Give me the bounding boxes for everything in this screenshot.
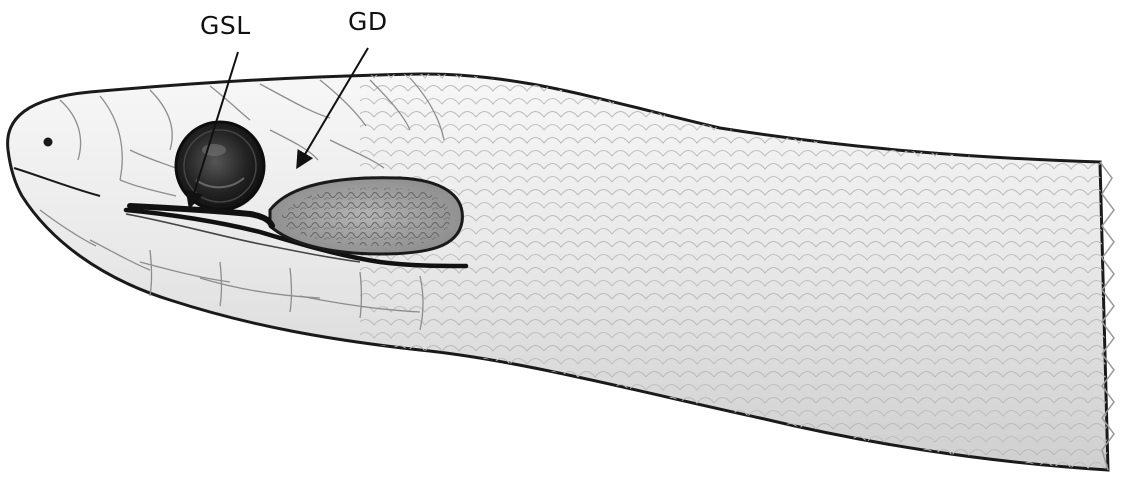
snake-head bbox=[8, 60, 1120, 480]
nostril bbox=[44, 138, 53, 147]
body-scales bbox=[360, 60, 1120, 480]
duvernoy-gland bbox=[270, 178, 462, 254]
eye bbox=[176, 122, 264, 210]
gsl-label: GSL bbox=[200, 11, 251, 40]
gd-label: GD bbox=[348, 7, 388, 36]
